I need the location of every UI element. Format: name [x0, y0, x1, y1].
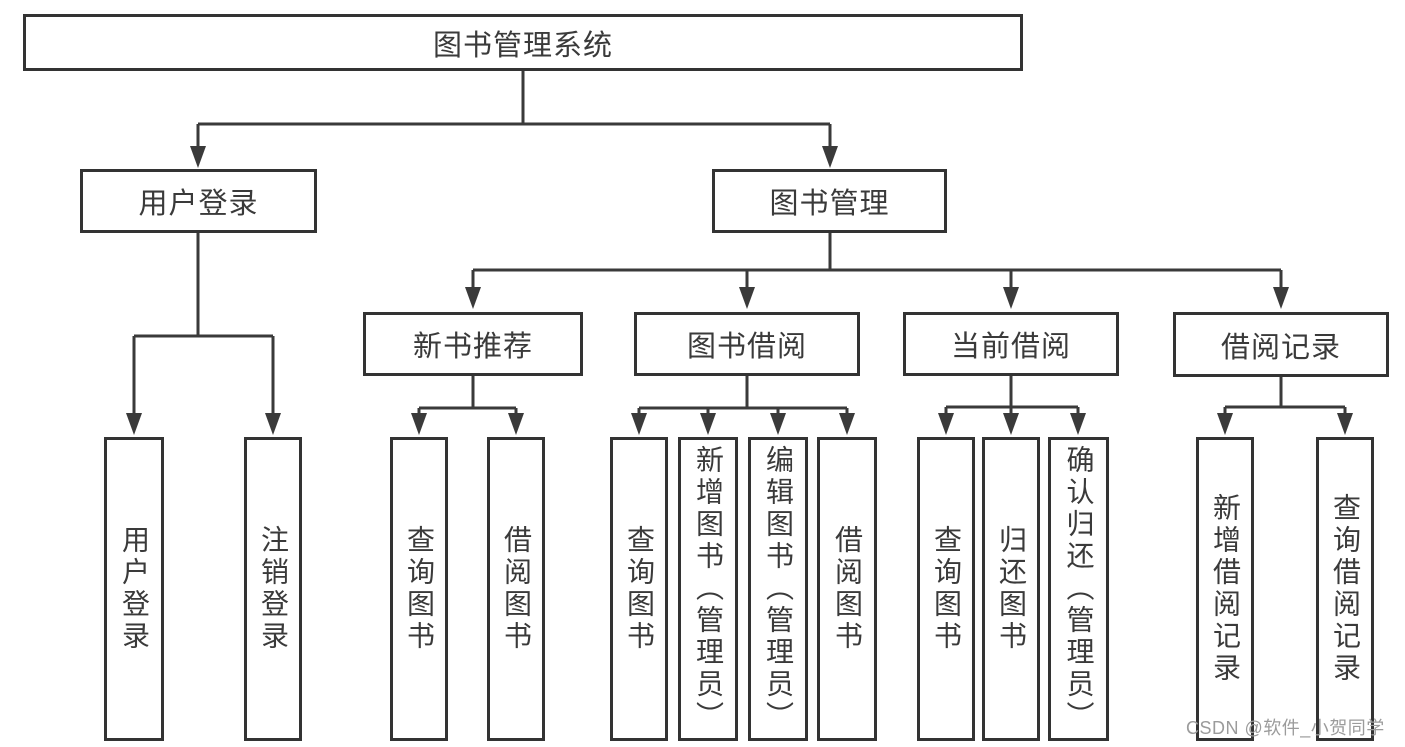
connector-borrowing-records-children: [1217, 377, 1353, 435]
connector-user-login-children: [126, 233, 281, 435]
node-root: 图书管理系统: [23, 14, 1023, 71]
connector-new-book-recommend-children: [411, 376, 524, 435]
node-book-management: 图书管理: [712, 169, 947, 233]
leaf-query-books-current: 查询图书: [917, 437, 975, 741]
leaf-query-books-recommend: 查询图书: [390, 437, 448, 741]
node-user-login: 用户登录: [80, 169, 317, 233]
node-current-borrowing: 当前借阅: [903, 312, 1119, 376]
node-borrowing-records: 借阅记录: [1173, 312, 1389, 377]
connector-current-borrowing-children: [938, 376, 1086, 435]
leaf-edit-books-admin: 编辑图书（管理员）: [748, 437, 808, 741]
leaf-borrow-books-recommend: 借阅图书: [487, 437, 545, 741]
connector-book-management-children: [465, 233, 1289, 309]
csdn-watermark: CSDN @软件_小贺同学: [1186, 718, 1385, 738]
connector-root-to-level2: [190, 71, 838, 168]
connector-book-borrowing-children: [631, 376, 855, 435]
node-new-book-recommend: 新书推荐: [363, 312, 583, 376]
leaf-confirm-return-admin: 确认归还（管理员）: [1048, 437, 1109, 741]
leaf-return-books: 归还图书: [982, 437, 1040, 741]
leaf-logout: 注销登录: [244, 437, 302, 741]
leaf-add-borrow-record: 新增借阅记录: [1196, 437, 1254, 741]
leaf-add-books-admin: 新增图书（管理员）: [678, 437, 738, 741]
leaf-query-books-borrowing: 查询图书: [610, 437, 668, 741]
leaf-borrow-books-borrowing: 借阅图书: [817, 437, 877, 741]
node-book-borrowing: 图书借阅: [634, 312, 860, 376]
leaf-query-borrow-record: 查询借阅记录: [1316, 437, 1374, 741]
leaf-user-login: 用户登录: [104, 437, 164, 741]
